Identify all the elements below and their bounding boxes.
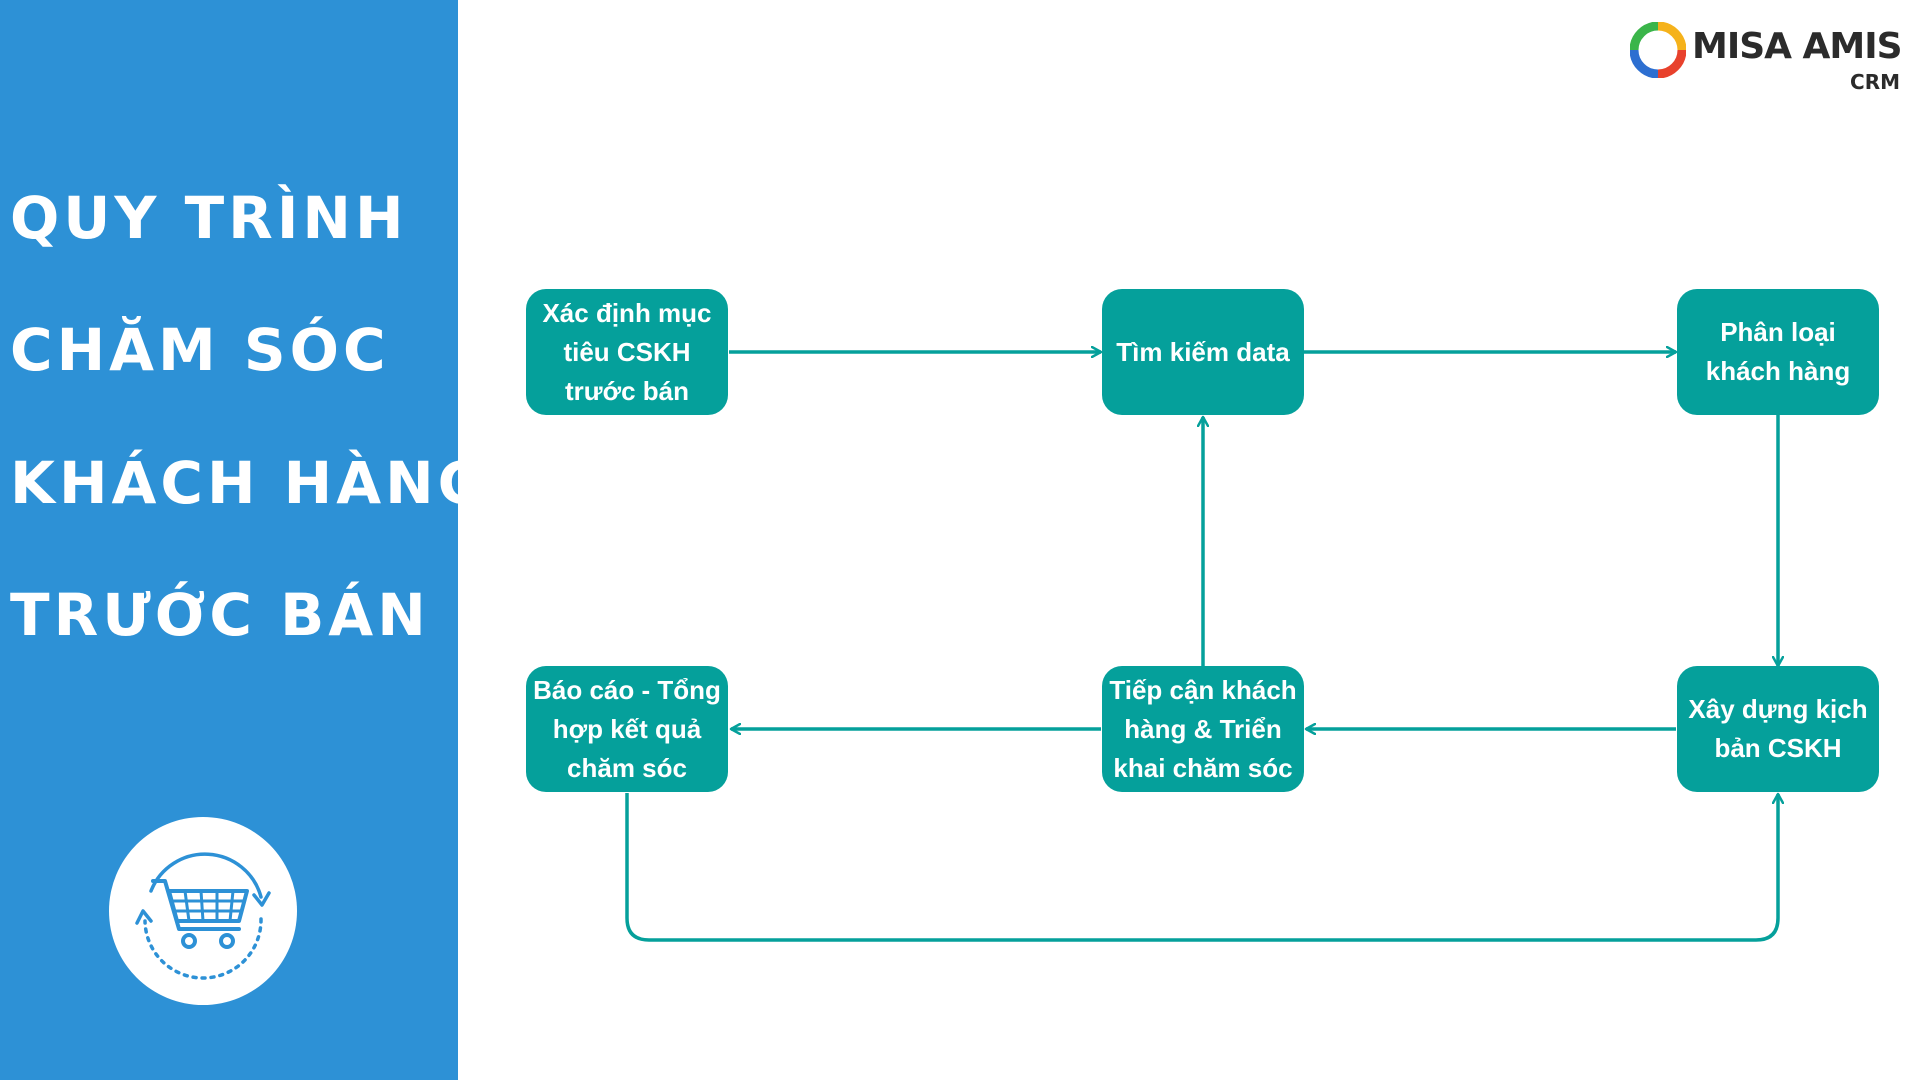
misa-amis-logo: MISA AMIS CRM: [1630, 22, 1903, 97]
flow-node-5: Tiếp cận khách hàng & Triển khai chăm só…: [1102, 666, 1304, 792]
title-line-3: KHÁCH HÀNG: [10, 449, 490, 517]
title-line-4: TRƯỚC BÁN: [10, 581, 430, 649]
logo-sub: CRM: [1850, 70, 1900, 94]
flow-node-4: Xây dựng kịch bản CSKH: [1677, 666, 1879, 792]
shopping-cart-cycle-icon: [135, 852, 271, 980]
cart-badge: [109, 817, 297, 1005]
flow-node-2: Tìm kiếm data: [1102, 289, 1304, 415]
flow-node-6: Báo cáo - Tổng hợp kết quả chăm sóc: [526, 666, 728, 792]
sidebar: QUY TRÌNH CHĂM SÓC KHÁCH HÀNG TRƯỚC BÁN: [0, 0, 485, 1080]
title-line-1: QUY TRÌNH: [10, 184, 408, 252]
edge-n6-n4: [625, 793, 1778, 942]
flow-node-1: Xác định mục tiêu CSKH trước bán: [526, 289, 728, 415]
logo-name: MISA AMIS: [1692, 26, 1903, 67]
title-line-2: CHĂM SÓC: [10, 316, 390, 384]
misa-ring-icon: [1630, 22, 1686, 78]
flow-node-3: Phân loại khách hàng: [1677, 289, 1879, 415]
